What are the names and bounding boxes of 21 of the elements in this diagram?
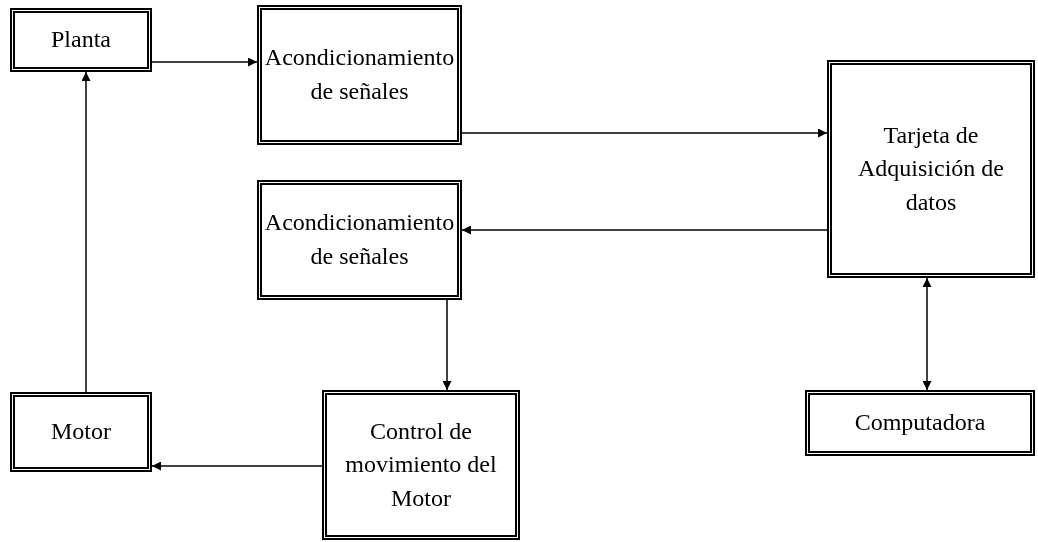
box-label: Control de movimiento del Motor (344, 416, 498, 513)
process-box (805, 390, 1035, 456)
process-box (827, 60, 1035, 278)
process-box (10, 8, 152, 72)
process-box (10, 392, 152, 472)
arrow (461, 225, 828, 235)
arrow (922, 277, 932, 391)
process-box (257, 180, 462, 300)
box-label: Acondicionamiento de señales (264, 43, 455, 106)
arrow (442, 299, 452, 391)
box-label: Computadora (854, 408, 986, 438)
arrow (81, 71, 91, 393)
box-label: Acondicionamiento de señales (264, 208, 455, 271)
process-box (257, 5, 462, 145)
process-box (322, 390, 520, 540)
arrow (151, 461, 323, 471)
box-label: Tarjeta de Adquisición de datos (857, 120, 1005, 217)
arrow (461, 128, 828, 138)
box-label: Motor (51, 417, 111, 447)
box-label: Planta (51, 25, 111, 55)
arrow (151, 57, 258, 67)
